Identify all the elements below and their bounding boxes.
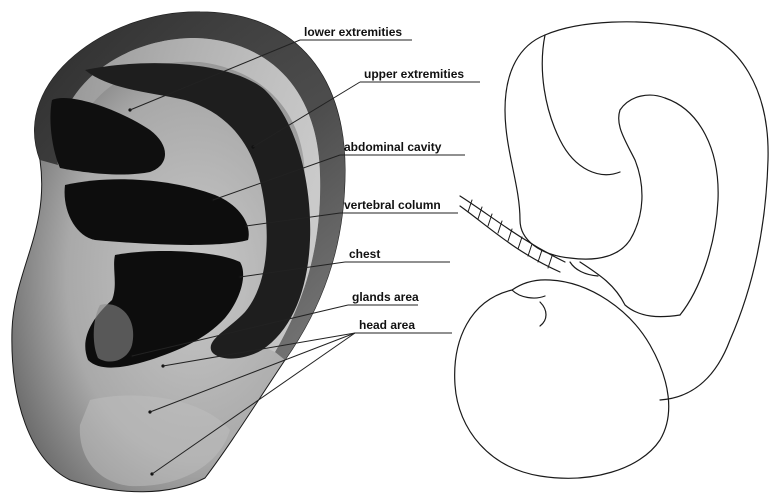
fetus-legs-outline (505, 35, 665, 259)
label-glands-area: glands area (352, 290, 419, 304)
umbilical-cord-lower (460, 206, 560, 272)
ear-illustration (12, 12, 345, 492)
label-vertebral-column: vertebral column (344, 198, 441, 212)
label-chest: chest (349, 247, 380, 261)
fetus-body-outline (545, 22, 768, 400)
fetus-face-line (512, 290, 545, 298)
fetus-arm-line (580, 262, 680, 317)
fetus-illustration (455, 22, 768, 478)
fetus-knee-line (665, 98, 718, 315)
label-head-area: head area (359, 318, 415, 332)
label-abdominal-cavity: abdominal cavity (344, 140, 442, 154)
umbilical-cord-hatching (468, 200, 552, 268)
fetus-thigh-line (542, 35, 620, 175)
label-upper-extremities: upper extremities (364, 67, 464, 81)
label-lower-extremities: lower extremities (304, 25, 402, 39)
fetus-head-outline (455, 280, 669, 478)
fetus-ear-line (540, 302, 546, 326)
